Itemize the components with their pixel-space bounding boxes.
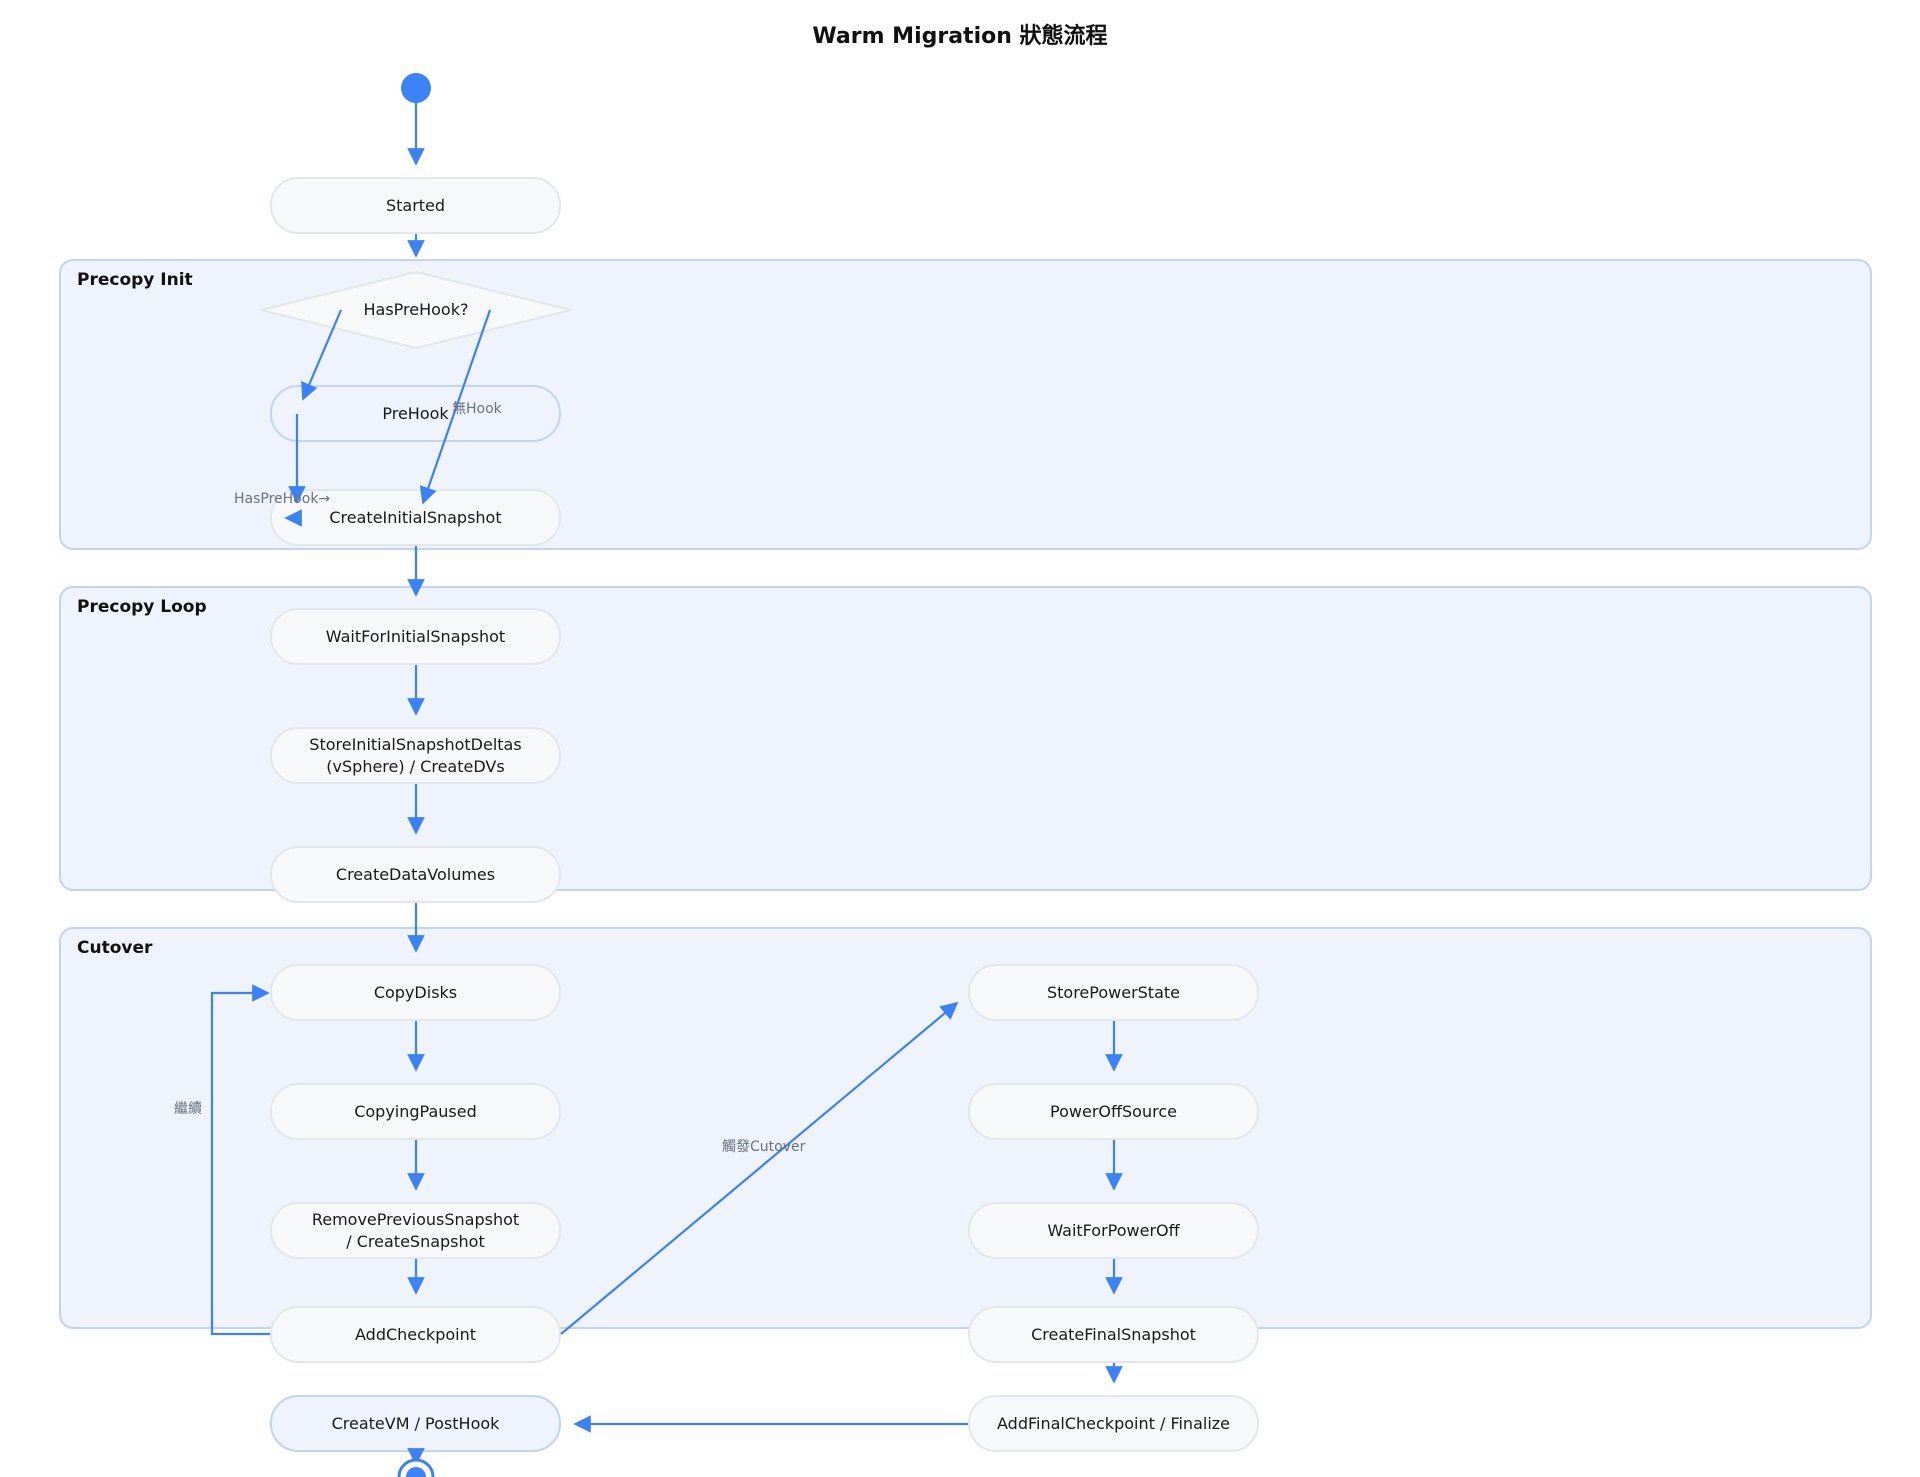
edge-label-continue: 繼續 [174, 1101, 202, 1117]
diagram-title: Warm Migration 狀態流程 [812, 24, 1108, 49]
start-node [401, 73, 431, 103]
edge-decision-to-snapshot [419, 309, 492, 505]
state-started: Started [270, 177, 561, 234]
state-copy-disks: CopyDisks [270, 964, 561, 1021]
state-store-power-state: StorePowerState [968, 964, 1259, 1021]
state-wait-for-initial-snapshot: WaitForInitialSnapshot [270, 608, 561, 665]
edge-continue-loop [210, 984, 270, 1336]
state-prehook: PreHook [270, 385, 561, 442]
decision-has-prehook: HasPreHook? [363, 300, 469, 319]
end-node-core [406, 1467, 426, 1477]
state-copying-paused: CopyingPaused [270, 1083, 561, 1140]
cluster-label-precopy-init: Precopy Init [77, 270, 193, 290]
state-create-data-volumes: CreateDataVolumes [270, 846, 561, 903]
state-store-initial-snapshot-deltas: StoreInitialSnapshotDeltas (vSphere) / C… [270, 727, 561, 784]
edge-trigger-cutover [560, 1001, 959, 1335]
state-create-initial-snapshot: CreateInitialSnapshot [270, 489, 561, 546]
state-add-final-checkpoint: AddFinalCheckpoint / Finalize [968, 1395, 1259, 1452]
edge-label-has-prehook: HasPreHook→ [234, 491, 331, 507]
state-create-final-snapshot: CreateFinalSnapshot [968, 1306, 1259, 1363]
edge-decision-to-prehook [301, 309, 343, 401]
cluster-label-cutover: Cutover [77, 938, 153, 958]
state-power-off-source: PowerOffSource [968, 1083, 1259, 1140]
state-add-checkpoint: AddCheckpoint [270, 1306, 561, 1363]
state-wait-for-power-off: WaitForPowerOff [968, 1202, 1259, 1259]
edge-label-trigger-cutover: 觸發Cutover [722, 1139, 806, 1155]
state-remove-previous-snapshot: RemovePreviousSnapshot / CreateSnapshot [270, 1202, 561, 1259]
decision-diamond [260, 270, 572, 350]
cluster-label-precopy-loop: Precopy Loop [77, 597, 207, 617]
edge-label-no-hook: 無Hook [452, 401, 502, 417]
